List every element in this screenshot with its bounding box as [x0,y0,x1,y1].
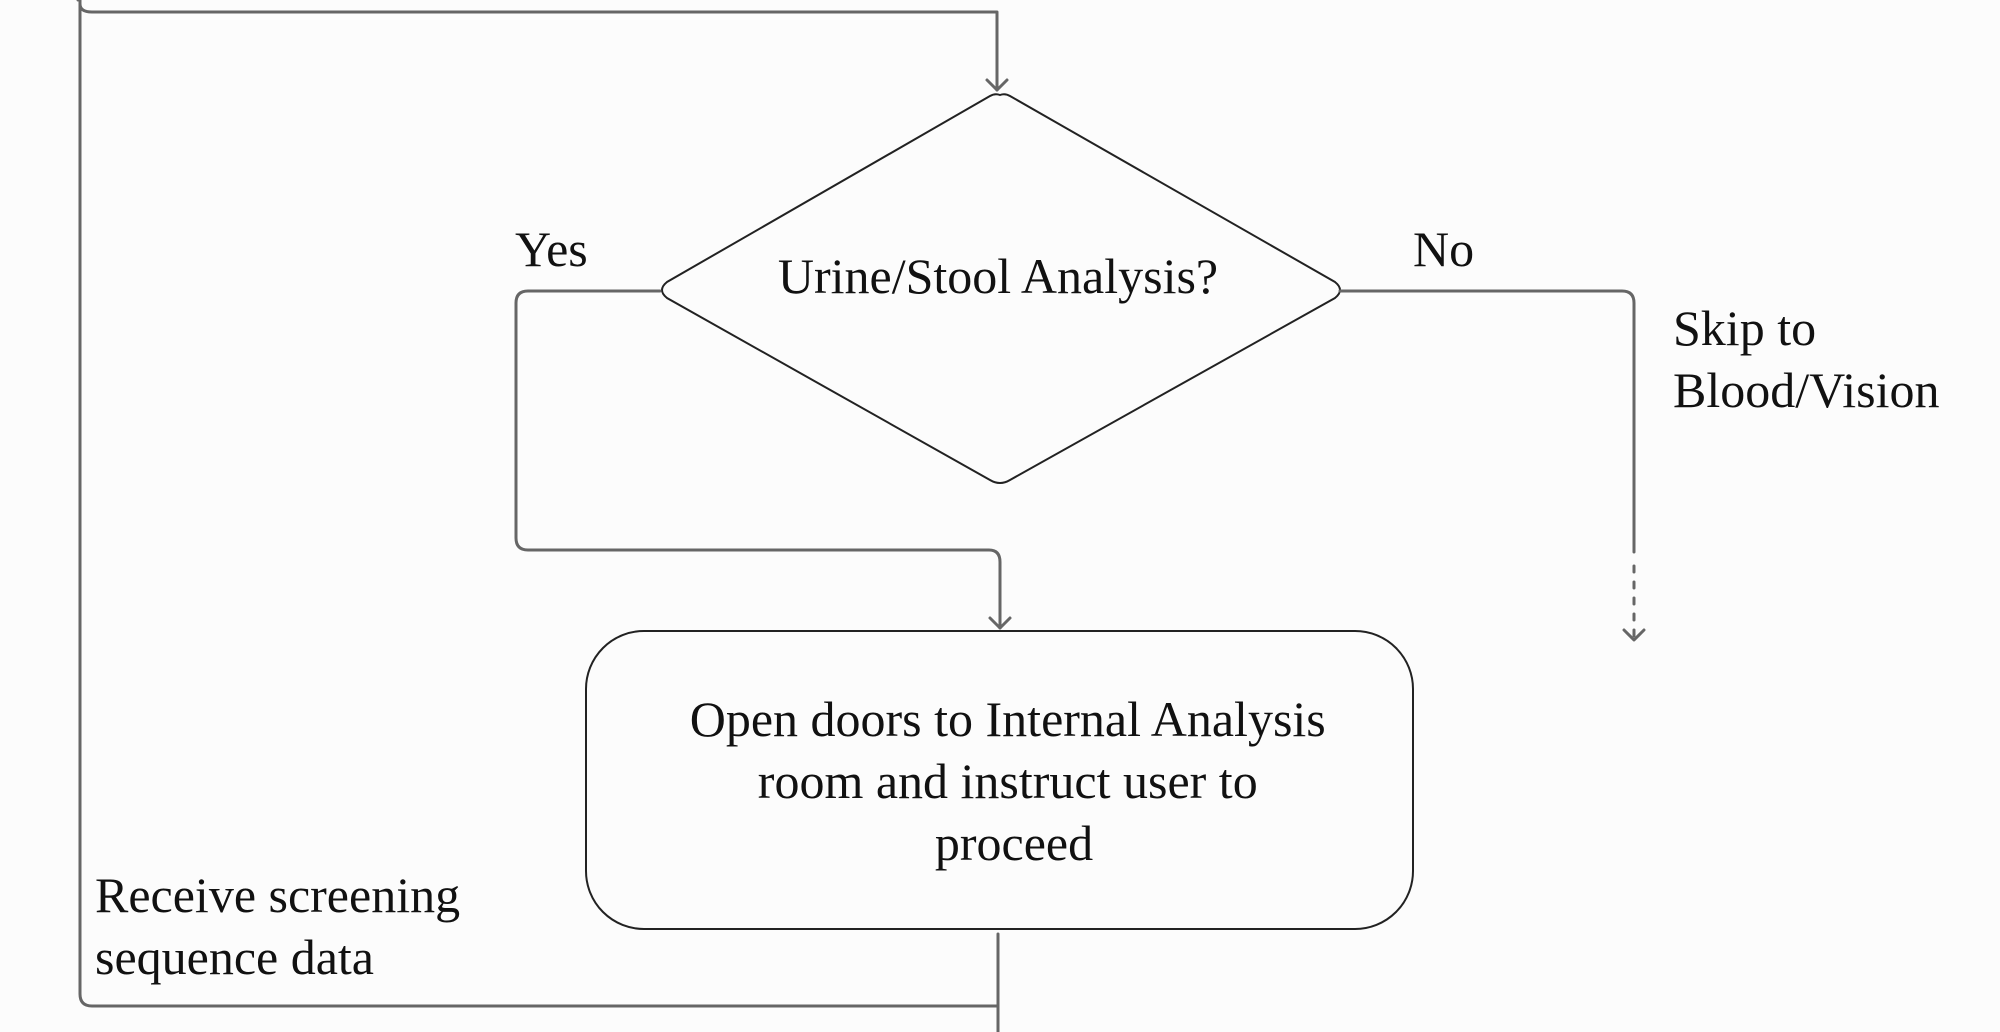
skip-note: Skip to Blood/Vision [1673,300,1939,418]
connector-left-loop [78,0,1000,1008]
skip-note-line1: Skip to [1673,300,1816,356]
no-label: No [1413,221,1474,277]
connector-yes-branch [514,289,1002,630]
skip-note-line2: Blood/Vision [1673,362,1939,418]
process-text-line2: room and instruct user to [758,753,1258,809]
process-text-line3: proceed [935,815,1093,871]
connector-no-branch [1338,289,1636,554]
side-note-line1: Receive screening [95,867,460,923]
decision-diamond [661,93,1341,484]
arrowhead-skip [1622,628,1646,642]
yes-label: Yes [515,221,588,277]
arrowhead-into-decision [985,78,1009,92]
process-text-line1: Open doors to Internal Analysis [690,691,1326,747]
side-note: Receive screening sequence data [95,867,473,985]
process-text: Open doors to Internal Analysis room and… [690,691,1339,871]
process-box [585,630,1414,930]
side-note-line2: sequence data [95,929,374,985]
connector-top-frame [78,0,999,92]
arrowhead-into-process [988,616,1012,630]
decision-text: Urine/Stool Analysis? [778,248,1218,304]
